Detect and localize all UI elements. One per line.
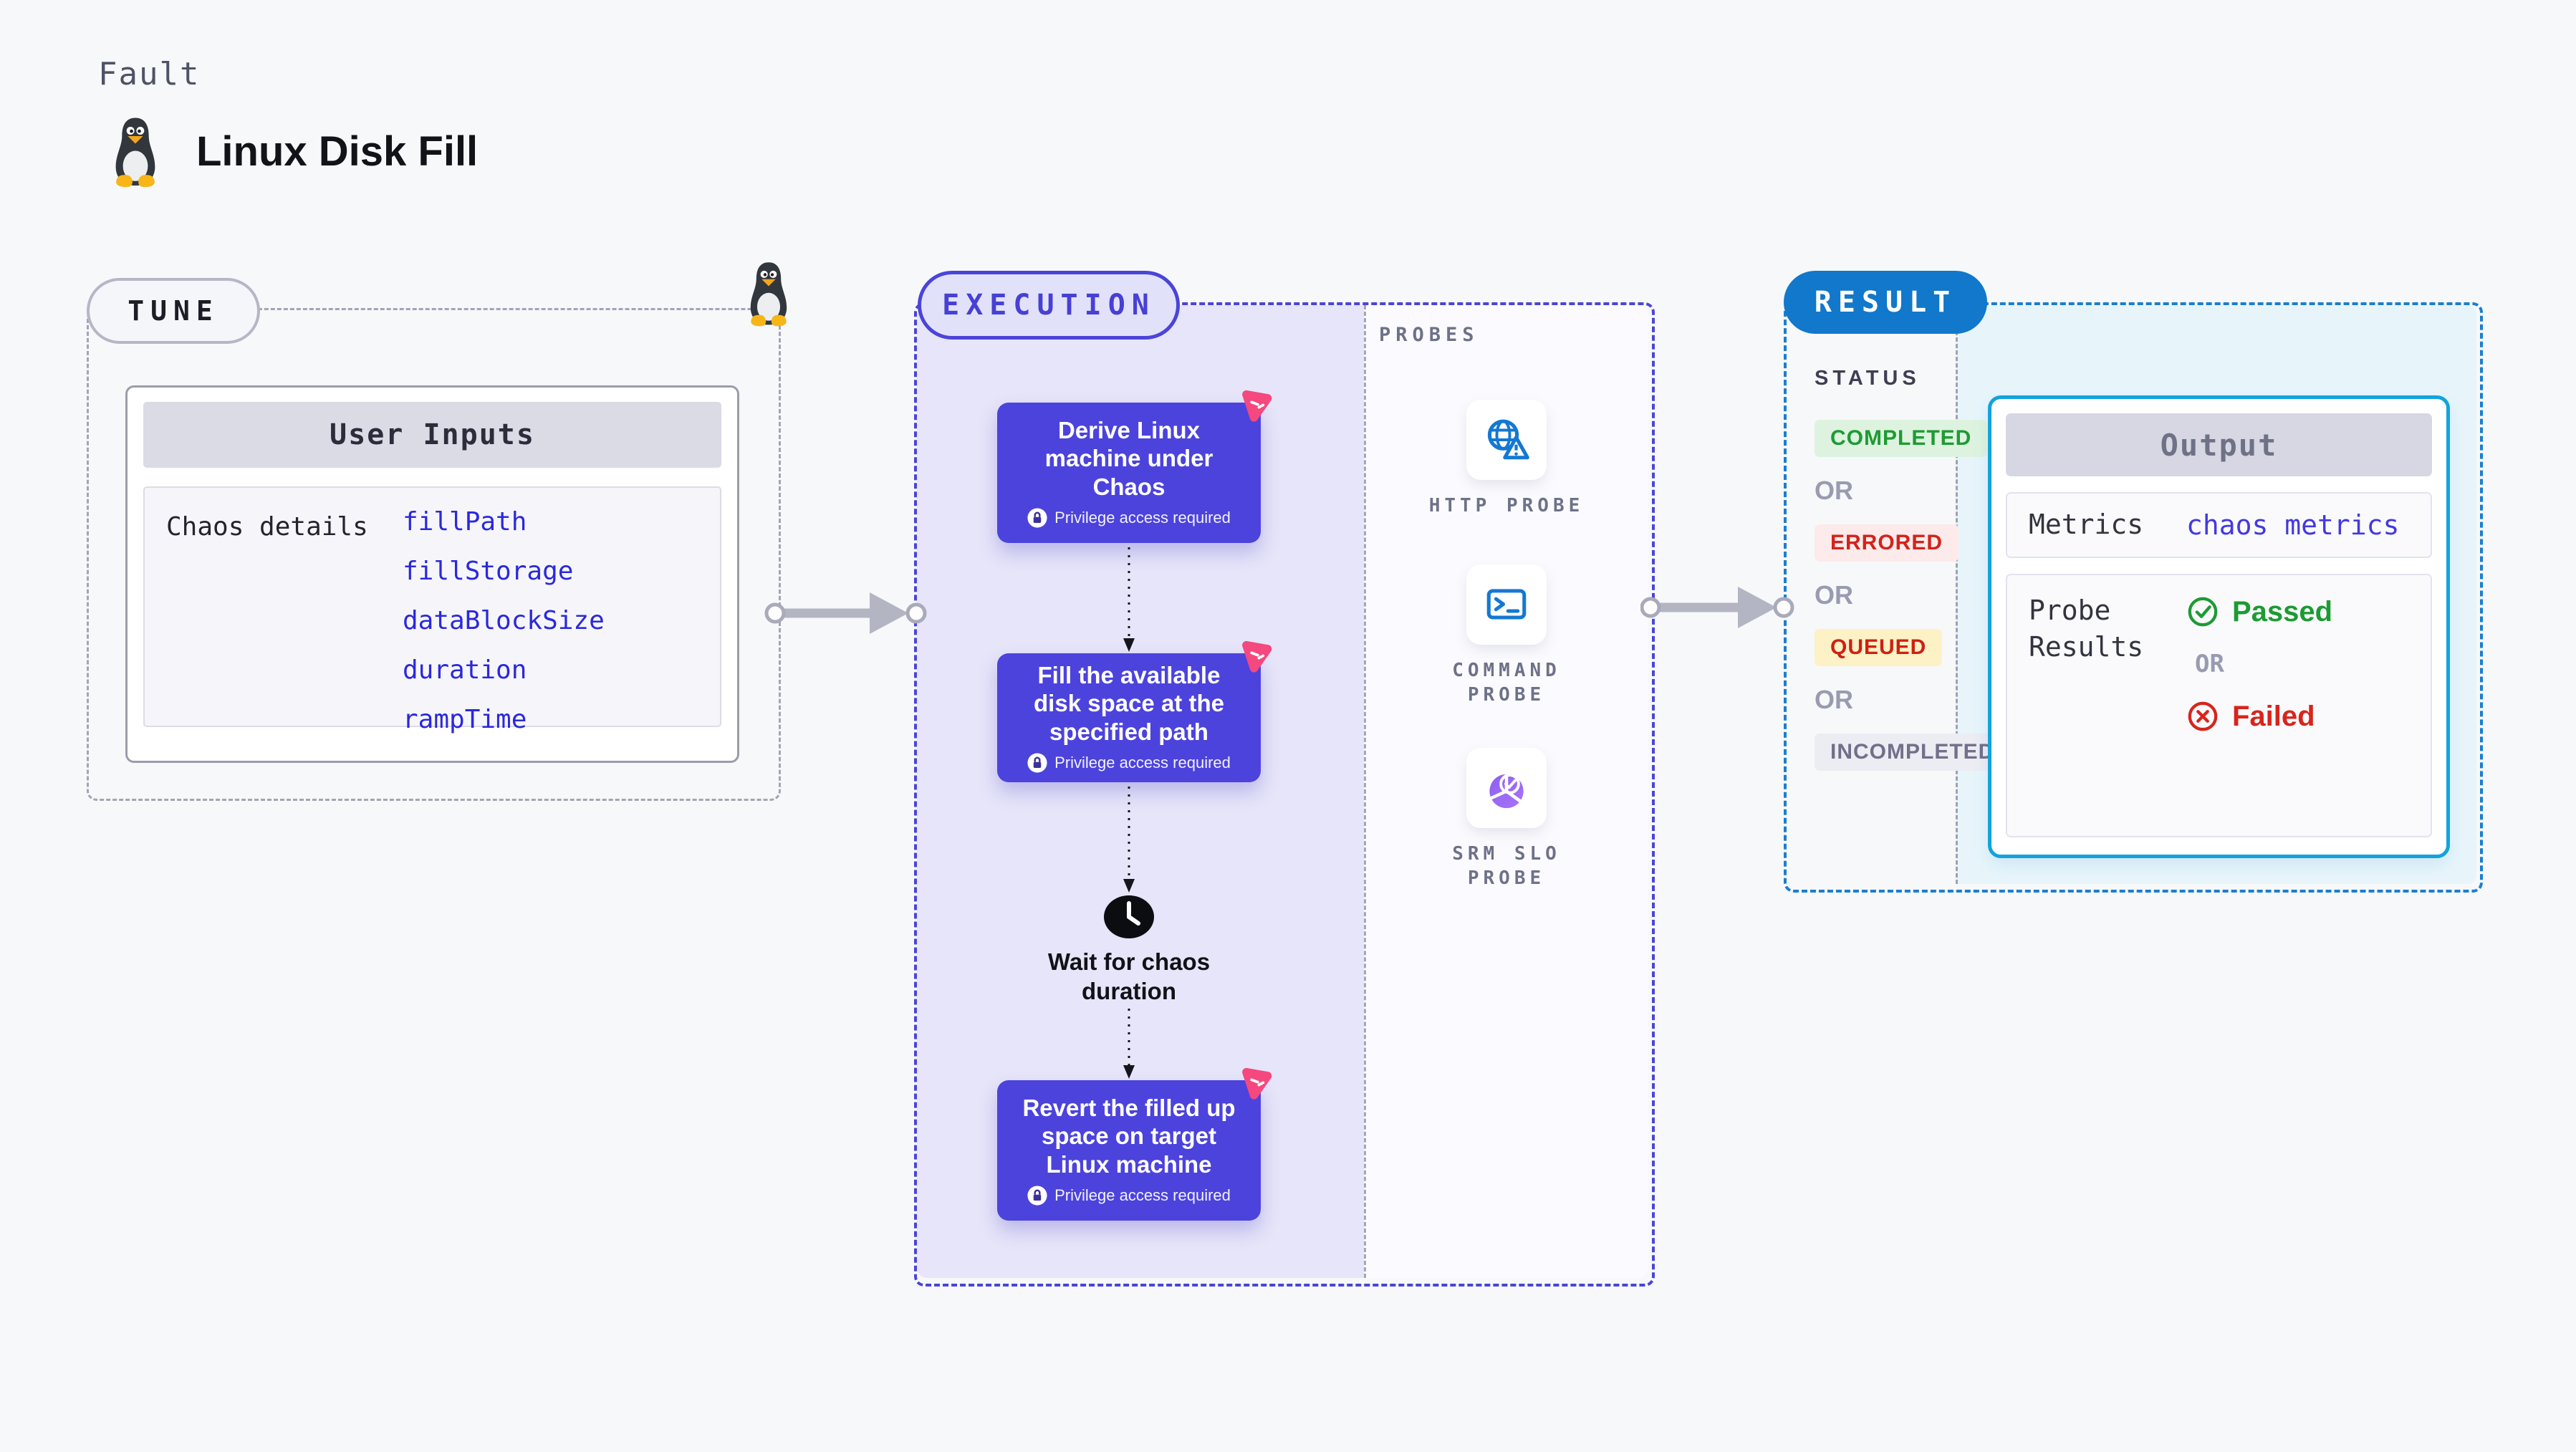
privilege-note: Privilege access required [1054,754,1231,772]
input-link-fillpath[interactable]: fillPath [403,507,527,537]
probe-label-line: PROBE [1467,867,1546,889]
result-badge: RESULT [1784,271,1987,334]
input-link-datablocksize[interactable]: dataBlockSize [403,606,605,635]
input-link-ramptime[interactable]: rampTime [403,705,527,734]
node-line: Chaos [1092,473,1166,500]
execution-node-fill: Fill the available disk space at the spe… [997,653,1261,782]
command-probe-icon [1486,589,1527,620]
or-label: OR [1815,580,1853,610]
input-link-duration[interactable]: duration [403,655,527,685]
page-title: Linux Disk Fill [196,128,479,175]
execution-node-revert: Revert the filled up space on target Lin… [997,1080,1261,1221]
user-inputs-title: User Inputs [143,402,721,468]
probe-label-line: COMMAND [1452,660,1561,681]
or-label: OR [2195,650,2224,678]
node-line: machine under [1044,445,1213,472]
passed-label: Passed [2232,595,2333,628]
execution-to-result-arrow [1640,587,1794,628]
chaos-fault-icon [1234,635,1277,678]
probe-label-line: SRM SLO [1452,843,1561,865]
tux-corner-icon [742,261,795,328]
probe-results-label: Probe Results [2029,595,2144,663]
status-badge-queued: QUEUED [1815,629,1943,666]
execution-node-derive: Derive Linux machine under Chaos Privile… [997,403,1261,543]
node-line: Linux machine [1046,1150,1212,1178]
input-link-fillstorage[interactable]: fillStorage [403,557,574,586]
privilege-lock-icon [1027,1186,1047,1206]
failed-outcome: Failed [2186,700,2332,733]
node-line: Fill the available [1037,661,1221,688]
status-column: STATUS COMPLETED OR ERRORED OR QUEUED OR… [1815,367,2011,771]
privilege-lock-icon [1027,753,1047,773]
tune-section [87,308,781,801]
node-line: disk space at the [1034,690,1224,717]
command-probe-card [1466,564,1547,645]
wait-line: duration [1082,978,1176,1005]
chaos-fault-icon [1234,1062,1277,1105]
probe-outcomes: Passed OR Failed [2186,592,2332,733]
srm-slo-probe-card [1466,748,1547,828]
user-inputs-body: Chaos details fillPath fillStorage dataB… [143,486,721,733]
status-title: STATUS [1815,367,1921,390]
chaos-input-list: fillPath fillStorage dataBlockSize durat… [403,509,605,733]
status-badge-errored: ERRORED [1815,524,1959,562]
probe-label-line: HTTP PROBE [1428,495,1585,516]
probes-title: PROBES [1379,324,1479,346]
metrics-label: Metrics [2029,509,2144,541]
execution-badge: EXECUTION [918,271,1180,340]
chaos-metrics-link[interactable]: chaos metrics [2186,509,2400,541]
status-badge-incompleted: INCOMPLETED [1815,734,2011,771]
privilege-lock-icon [1027,508,1047,528]
srm-slo-probe-icon [1489,772,1524,809]
wait-duration-label: Wait for chaos duration [1014,947,1244,1006]
tune-to-execution-arrow [764,592,927,634]
linux-tux-icon [106,116,165,189]
failed-label: Failed [2232,700,2315,732]
tune-badge: TUNE [87,278,260,344]
chaos-details-label: Chaos details [166,512,368,542]
failed-x-icon [2188,701,2218,731]
srm-slo-probe-label: SRM SLO PROBE [1403,842,1610,891]
status-badge-completed: COMPLETED [1815,420,1988,457]
or-label: OR [1815,685,1853,714]
http-probe-card [1466,400,1547,480]
fault-kicker: Fault [98,56,201,92]
privilege-note: Privilege access required [1054,509,1231,527]
node-line: Revert the filled up [1022,1094,1236,1121]
http-probe-label: HTTP PROBE [1403,494,1610,519]
privilege-note: Privilege access required [1054,1186,1231,1205]
flow-connector [1123,547,1135,652]
output-card: Output Metrics chaos metrics Probe Resul… [1988,395,2450,858]
metrics-row: Metrics chaos metrics [2006,492,2432,558]
probe-label-line: PROBE [1467,683,1546,706]
passed-outcome: Passed [2186,595,2332,628]
user-inputs-card: User Inputs Chaos details fillPath fillS… [125,385,739,763]
command-probe-label: COMMAND PROBE [1403,659,1610,708]
wait-line: Wait for chaos [1047,948,1211,975]
passed-check-icon [2188,597,2218,627]
or-label: OR [1815,476,1853,505]
http-probe-icon [1487,419,1529,460]
output-title: Output [2006,413,2432,476]
node-line: specified path [1049,718,1208,745]
execution-section [914,302,1655,1287]
flow-connector [1123,787,1135,893]
flow-connector [1123,1009,1135,1079]
node-line: space on target [1042,1122,1216,1150]
node-line: Derive Linux [1057,416,1201,443]
probe-results-row: Probe Results Passed OR Failed [2006,574,2432,837]
wait-clock-icon [1104,895,1154,938]
chaos-fault-icon [1234,385,1277,427]
